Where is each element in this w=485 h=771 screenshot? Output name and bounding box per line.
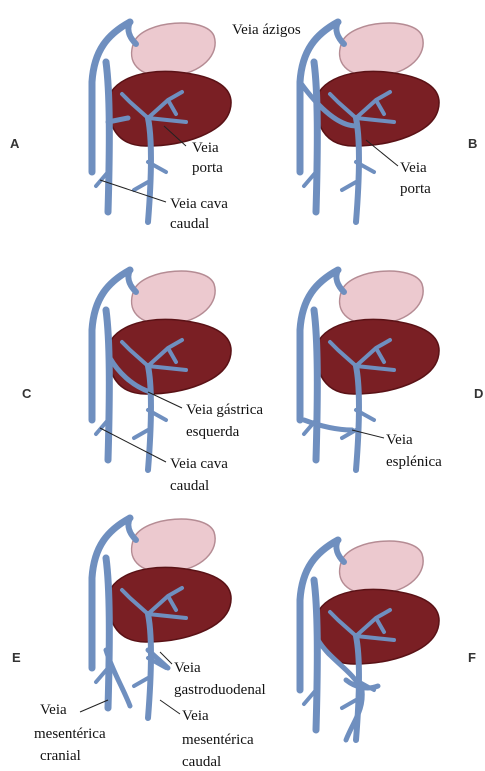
label-veia-esplenica-2: esplénica	[386, 454, 442, 470]
panel-d: D Veia esplénica	[300, 270, 483, 470]
panel-letter-f: F	[468, 650, 476, 665]
label-veia-gastrica-esquerda: Veia gástrica	[186, 402, 263, 418]
panel-c: C Veia gástrica esquerda Veia cava cauda…	[22, 270, 263, 494]
label-veia-cava-caudal: Veia cava	[170, 196, 228, 212]
label-veia-esplenica: Veia	[386, 432, 413, 448]
label-veia-porta-b: Veia	[400, 160, 427, 176]
label-veia-cava-caudal-c: Veia cava	[170, 456, 228, 472]
panel-letter-a: A	[10, 136, 20, 151]
label-veia-gastrica-esquerda-2: esquerda	[186, 424, 240, 440]
label-veia-porta: Veia	[192, 140, 219, 156]
label-veia-porta-2: porta	[192, 160, 223, 176]
panel-letter-c: C	[22, 386, 32, 401]
label-veia-mesenterica-caudal-3: caudal	[182, 754, 221, 770]
panel-a: A Veia porta Veia cava caudal	[10, 22, 231, 232]
label-veia-gastroduodenal-2: gastroduodenal	[174, 682, 266, 698]
panel-f: F	[300, 540, 476, 740]
label-veia-mesenterica-caudal: Veia	[182, 708, 209, 724]
panel-e: E Veia gastroduodenal Veia mesentérica c…	[12, 518, 266, 770]
panel-letter-e: E	[12, 650, 21, 665]
label-veia-mesenterica-cranial: Veia	[40, 702, 67, 718]
label-veia-cava-caudal-c-2: caudal	[170, 478, 209, 494]
label-veia-cava-caudal-2: caudal	[170, 216, 209, 232]
label-veia-mesenterica-caudal-2: mesentérica	[182, 732, 254, 748]
label-veia-porta-b-2: porta	[400, 181, 431, 197]
label-veia-gastroduodenal: Veia	[174, 660, 201, 676]
panel-letter-d: D	[474, 386, 483, 401]
label-veia-mesenterica-cranial-2: mesentérica	[34, 726, 106, 742]
panel-b: B Veia ázigos Veia porta	[232, 22, 477, 222]
label-veia-mesenterica-cranial-3: cranial	[40, 748, 81, 764]
panel-letter-b: B	[468, 136, 477, 151]
label-veia-azigos: Veia ázigos	[232, 22, 301, 38]
